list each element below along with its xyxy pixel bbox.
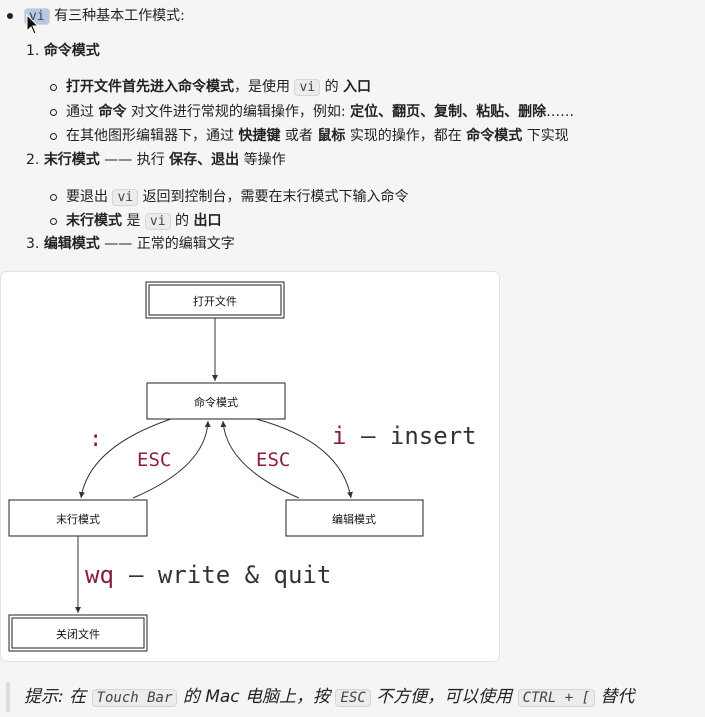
esc-right-label: ESC [256, 449, 290, 471]
mouse-cursor-icon [26, 14, 40, 35]
intro-line: vi 有三种基本工作模式: [24, 6, 185, 27]
text: 是 [126, 213, 141, 229]
bold-text: 命令 [98, 104, 127, 120]
bold-text: 保存、退出 [169, 152, 240, 168]
text: 要退出 [66, 189, 108, 205]
tip-callout: 提示: 在 Touch Bar 的 Mac 电脑上，按 ESC 不方便，可以使用… [0, 678, 705, 717]
text: …… [546, 104, 575, 120]
node-close-file: 关闭文件 [8, 614, 148, 652]
touch-bar-code: Touch Bar [91, 689, 178, 707]
bold-text: 定位、翻页、复制、粘贴、删除 [350, 104, 547, 120]
mode-1-sub-3: 在其他图形编辑器下，通过 快捷键 或者 鼠标 实现的操作，都在 命令模式 下实现 [66, 126, 569, 146]
node-lastline-mode: 末行模式 [8, 499, 148, 537]
node-edit-mode: 编辑模式 [285, 499, 424, 537]
arrow-lastline-to-command [132, 420, 211, 499]
bold-text: 入口 [343, 79, 372, 95]
arrow-edit-to-command [220, 420, 300, 499]
esc-left-label: ESC [137, 449, 171, 471]
mode-2-sub-2: 末行模式 是 vi 的 出口 [66, 211, 221, 232]
text: 对文件进行常规的编辑操作，例如: [130, 104, 346, 120]
text: 实现的操作，都在 [349, 128, 462, 144]
bold-text: 命令模式 [466, 128, 523, 144]
sub-bullet [50, 84, 57, 91]
node-open-file-label: 打开文件 [193, 294, 237, 308]
text: 的 [324, 79, 339, 95]
text: 提示: 在 [24, 687, 87, 707]
bold-text: 出口 [193, 213, 222, 229]
node-command-mode-label: 命令模式 [194, 395, 238, 409]
node-edit-mode-label: 编辑模式 [332, 512, 376, 526]
sub-bullet [50, 194, 57, 201]
sub-bullet [50, 218, 57, 225]
text: 不方便，可以使用 [376, 687, 513, 707]
mode-diagram: 打开文件 命令模式 末行模式 编辑模式 关闭文件 : ESC ESC [0, 271, 500, 662]
bold-text: 末行模式 [66, 213, 122, 229]
esc-code: ESC [335, 689, 371, 707]
bold-text: 打开文件首先进入命令模式 [66, 79, 234, 95]
diagram-canvas: 打开文件 命令模式 末行模式 编辑模式 关闭文件 : ESC ESC [8, 281, 477, 652]
node-close-file-label: 关闭文件 [56, 627, 100, 641]
dash: —— [104, 236, 133, 252]
mode-1-sub-2: 通过 命令 对文件进行常规的编辑操作，例如: 定位、翻页、复制、粘贴、删除…… [66, 102, 574, 122]
i-key-label: i [332, 422, 346, 450]
text: 正常的编辑文字 [136, 236, 235, 252]
colon-key-label: : [89, 427, 102, 452]
text: ，是使用 [234, 79, 290, 95]
bold-text: 快捷键 [238, 128, 281, 144]
vi-code: vi [112, 189, 139, 206]
mode-number: 2. [26, 152, 40, 168]
text: 下实现 [526, 128, 569, 144]
quote-bar [6, 682, 10, 712]
text: 替代 [600, 687, 635, 707]
text: 的 Mac 电脑上，按 [182, 687, 331, 707]
mode-2-heading: 2. 末行模式 —— 执行 保存、退出 等操作 [26, 150, 286, 170]
arrow-command-to-edit [255, 418, 353, 499]
mode-title: 命令模式 [43, 43, 100, 59]
node-lastline-mode-label: 末行模式 [56, 512, 100, 526]
tip-line: 提示: 在 Touch Bar 的 Mac 电脑上，按 ESC 不方便，可以使用… [24, 686, 634, 709]
text: 返回到控制台，需要在末行模式下输入命令 [142, 189, 409, 205]
mode-1-sub-1: 打开文件首先进入命令模式，是使用 vi 的 入口 [66, 77, 371, 98]
text: 通过 [66, 104, 94, 120]
arrow-command-to-lastline [78, 418, 172, 499]
ctrl-bracket-code: CTRL + [ [517, 689, 596, 707]
node-command-mode: 命令模式 [146, 382, 286, 420]
text: 等操作 [243, 152, 286, 168]
mode-1-heading: 1. 命令模式 [26, 41, 100, 61]
intro-text: 有三种基本工作模式: [54, 8, 185, 24]
text: 执行 [136, 152, 165, 168]
mode-2-sub-1: 要退出 vi 返回到控制台，需要在末行模式下输入命令 [66, 187, 409, 208]
sub-bullet [50, 133, 57, 140]
wq-key-label: wq [85, 561, 114, 589]
vi-code: vi [294, 79, 321, 96]
write-quit-label: – write & quit [129, 561, 331, 589]
node-open-file: 打开文件 [145, 281, 285, 319]
text: 在其他图形编辑器下，通过 [66, 128, 234, 144]
mode-title: 末行模式 [43, 152, 100, 168]
mode-number: 3. [26, 236, 40, 252]
bold-text: 鼠标 [317, 128, 346, 144]
mode-number: 1. [26, 43, 40, 59]
mode-title: 编辑模式 [43, 236, 100, 252]
insert-label: – insert [361, 422, 477, 450]
vi-code: vi [144, 213, 171, 230]
mode-3-heading: 3. 编辑模式 —— 正常的编辑文字 [26, 234, 235, 254]
text: 的 [175, 213, 190, 229]
sub-bullet [50, 109, 57, 116]
text: 或者 [284, 128, 313, 144]
dash: —— [104, 152, 133, 168]
bullet [7, 13, 13, 19]
